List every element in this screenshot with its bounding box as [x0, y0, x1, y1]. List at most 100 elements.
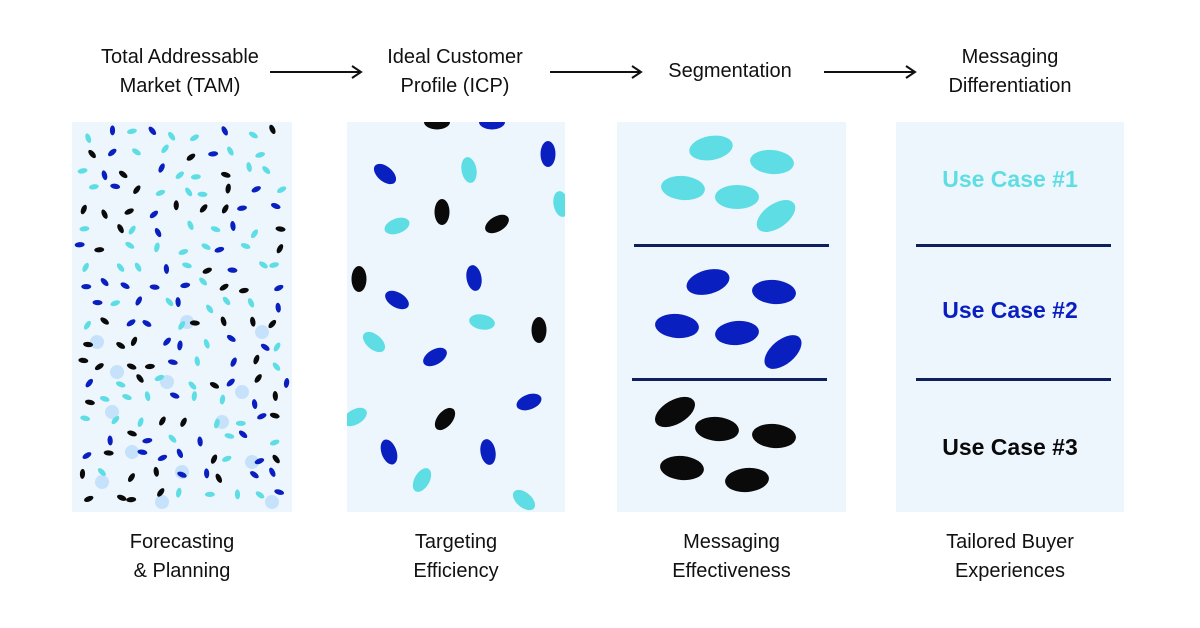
market-seed [165, 297, 174, 307]
market-seed [175, 487, 182, 498]
market-seed [158, 163, 165, 173]
stage-title-tam: Total Addressable Market (TAM) [70, 43, 290, 101]
market-seed [116, 263, 125, 272]
stage-title-icp-line1: Ideal Customer [387, 46, 523, 68]
market-seed [83, 495, 94, 502]
market-dot [245, 455, 259, 469]
segment-seed [764, 335, 802, 369]
caption-forecasting-line2: & Planning [133, 560, 231, 582]
segment-seed [689, 135, 733, 161]
market-seed [131, 148, 141, 156]
market-seed [137, 449, 148, 455]
market-seed [126, 497, 137, 503]
caption-forecasting-line1: Forecasting [129, 531, 235, 553]
market-seed [178, 320, 186, 330]
market-seed [163, 263, 170, 274]
market-seed [188, 381, 197, 390]
market-seed [180, 282, 191, 289]
use-case-3-label: Use Case #3 [942, 434, 1078, 460]
market-seed [120, 282, 130, 290]
market-dot [90, 335, 104, 349]
market-seed [269, 124, 276, 135]
market-seed [221, 126, 228, 136]
market-seed [77, 168, 88, 174]
market-seed [262, 166, 271, 175]
market-seed [272, 390, 278, 401]
market-seed [144, 391, 151, 402]
market-seed [185, 187, 193, 197]
stage-title-messaging-line2: Differentiation [948, 75, 1072, 97]
market-seed [190, 174, 201, 180]
market-seed [208, 151, 219, 157]
market-seed [235, 420, 246, 426]
market-seed [238, 287, 249, 294]
market-seed [155, 189, 166, 196]
market-seed [135, 296, 143, 306]
segment-seed [660, 455, 704, 481]
market-seed [197, 191, 208, 197]
segment-seed [655, 396, 695, 428]
market-seed [191, 391, 197, 402]
market-seed [137, 417, 144, 428]
market-seed [80, 415, 91, 422]
caption-messaging-line1: Messaging [683, 531, 780, 553]
market-seed [94, 363, 104, 371]
market-seed [237, 205, 247, 211]
market-seed [230, 221, 236, 231]
icp-seed [540, 141, 556, 167]
market-seed [117, 224, 124, 234]
market-seed [270, 203, 281, 210]
market-seed [101, 209, 108, 219]
market-seed [126, 319, 136, 327]
market-seed [272, 362, 281, 371]
market-dot [155, 495, 169, 509]
segment-seed [715, 185, 759, 209]
tam-panel [72, 122, 292, 512]
segment-seed [725, 467, 769, 493]
market-seed [199, 277, 208, 286]
market-seed [99, 396, 110, 402]
market-seed [110, 300, 121, 307]
market-seed [176, 448, 184, 459]
segmentation-dots-graphic [655, 135, 802, 493]
market-seed [274, 489, 285, 495]
market-seed [167, 359, 178, 365]
caption-targeting-line2: Efficiency [413, 560, 499, 582]
market-seed [204, 491, 215, 497]
caption-tailored-line2: Experiences [954, 560, 1066, 582]
market-seed [226, 378, 235, 387]
market-seed [277, 186, 287, 193]
market-seed [275, 302, 281, 313]
market-seed [85, 133, 92, 143]
caption-messaging-effectiveness: Messaging Effectiveness [617, 528, 846, 586]
market-seed [269, 439, 280, 446]
use-case-divider-2 [916, 378, 1111, 381]
market-seed [110, 183, 121, 190]
stage-title-tam-line2: Market (TAM) [119, 75, 241, 97]
market-seed [269, 412, 280, 419]
market-seed [255, 151, 266, 158]
icp-seed [351, 266, 367, 292]
market-seed [199, 204, 208, 213]
stage-title-icp-line2: Profile (ICP) [400, 75, 510, 97]
stage-title-tam-line1: Total Addressable [101, 46, 259, 68]
market-seed [180, 417, 187, 427]
market-seed [187, 220, 194, 230]
icp-seed [380, 439, 398, 465]
market-seed [83, 341, 94, 348]
icp-seed [531, 317, 547, 343]
market-seed [142, 320, 152, 327]
market-seed [189, 320, 200, 326]
market-seed [101, 170, 108, 181]
market-dot [255, 325, 269, 339]
market-seed [127, 128, 137, 135]
icp-seed [384, 217, 410, 235]
market-seed [240, 243, 251, 249]
market-dot [125, 445, 139, 459]
market-seed [255, 491, 265, 499]
icp-seed [466, 265, 482, 291]
market-seed [214, 246, 225, 253]
icp-seed [485, 214, 509, 234]
market-seed [272, 454, 280, 464]
stage-title-messaging: Messaging Differentiation [900, 43, 1120, 101]
